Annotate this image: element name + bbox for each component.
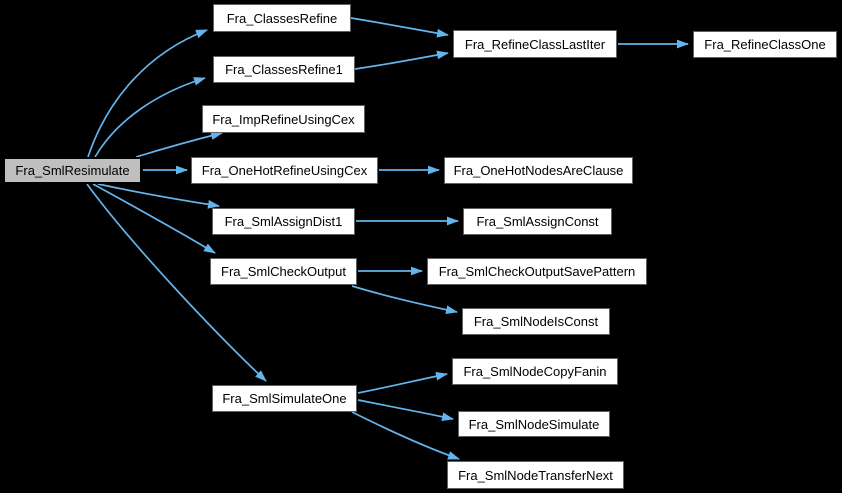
node-fra-refineclasslastiter[interactable]: Fra_RefineClassLastIter	[453, 30, 617, 58]
edge-smlcheckoutput-smlnodeisconst	[351, 285, 458, 315]
node-fra-onehotnodesareclause[interactable]: Fra_OneHotNodesAreClause	[444, 157, 633, 184]
node-fra-onehotrefineusingcex[interactable]: Fra_OneHotRefineUsingCex	[191, 157, 378, 184]
edge-resimulate-smlassigndist1	[97, 183, 220, 209]
node-fra-smlnodeisconst[interactable]: Fra_SmlNodeIsConst	[462, 308, 610, 335]
node-fra-smlassigndist1[interactable]: Fra_SmlAssignDist1	[212, 208, 355, 235]
node-fra-smlnodesimulate[interactable]: Fra_SmlNodeSimulate	[458, 411, 610, 437]
edge-smlsimulateone-smlnodetransfernext	[351, 411, 460, 460]
edge-smlsimulateone-smlnodesimulate	[357, 399, 454, 422]
edge-classesrefine-refineclasslastiter	[350, 17, 449, 38]
edge-resimulate-classesrefine1	[94, 77, 206, 158]
node-fra-smlcheckoutput[interactable]: Fra_SmlCheckOutput	[210, 258, 357, 285]
edge-classesrefine1-refineclasslastiter	[354, 50, 449, 70]
node-fra-smlresimulate: Fra_SmlResimulate	[3, 157, 142, 184]
node-fra-smlsimulateone[interactable]: Fra_SmlSimulateOne	[212, 385, 357, 412]
edge-resimulate-imprefineusingcex	[135, 131, 223, 158]
node-fra-imprefineusingcex[interactable]: Fra_ImpRefineUsingCex	[202, 105, 365, 133]
edge-resimulate-smlsimulateone	[86, 183, 267, 382]
node-fra-smlcheckoutputsavepattern[interactable]: Fra_SmlCheckOutputSavePattern	[427, 258, 647, 285]
edge-smlsimulateone-smlnodecopyfanin	[357, 371, 448, 394]
edge-resimulate-classesrefine	[87, 29, 208, 158]
node-fra-smlnodetransfernext[interactable]: Fra_SmlNodeTransferNext	[447, 461, 624, 489]
node-fra-smlnodecopyfanin[interactable]: Fra_SmlNodeCopyFanin	[452, 358, 618, 385]
edge-resimulate-smlcheckoutput	[92, 183, 216, 254]
node-fra-classesrefine[interactable]: Fra_ClassesRefine	[213, 4, 351, 32]
node-fra-classesrefine1[interactable]: Fra_ClassesRefine1	[213, 56, 355, 83]
node-fra-refineclassone[interactable]: Fra_RefineClassOne	[693, 31, 837, 58]
node-fra-smlassignconst[interactable]: Fra_SmlAssignConst	[463, 208, 612, 235]
